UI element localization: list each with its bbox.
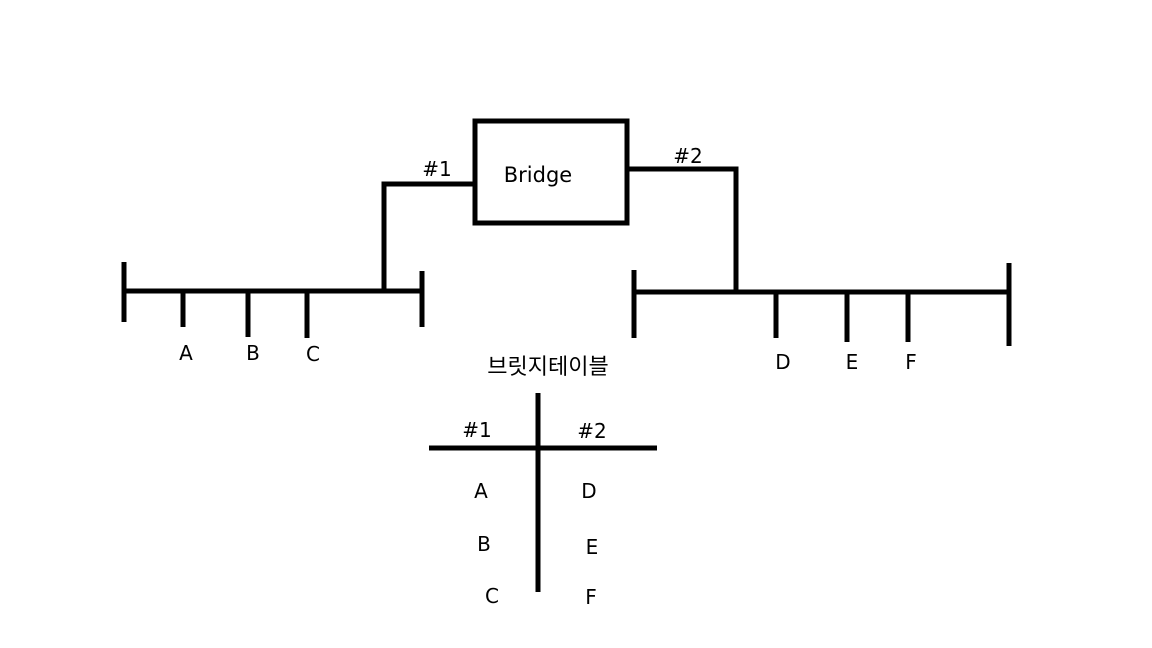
host-label-e: E [845,350,859,374]
host-label-b: B [246,341,260,365]
bridge-table-cell: B [477,532,491,556]
port-2-label: #2 [673,144,703,168]
host-label-a: A [179,341,193,365]
host-label-f: F [905,350,917,374]
port-1-label: #1 [422,157,452,181]
port-2-link [627,166,739,294]
bridge-table-cell: D [581,479,597,503]
bridge-table-cell: A [474,479,488,503]
port-1-link [381,181,475,292]
bridge-table-cell: C [485,584,499,608]
host-label-d: D [775,350,791,374]
host-label-c: C [306,342,320,366]
bridge-table-cell: F [585,585,597,609]
bridge-box [472,118,630,226]
bridge-table-header-port1: #1 [462,418,492,442]
bridge-table-header-port2: #2 [577,419,607,443]
bridge-table-title: 브릿지테이블 [487,355,609,380]
bridge-table-cell: E [585,535,599,559]
bridge-label: Bridge [503,163,573,187]
